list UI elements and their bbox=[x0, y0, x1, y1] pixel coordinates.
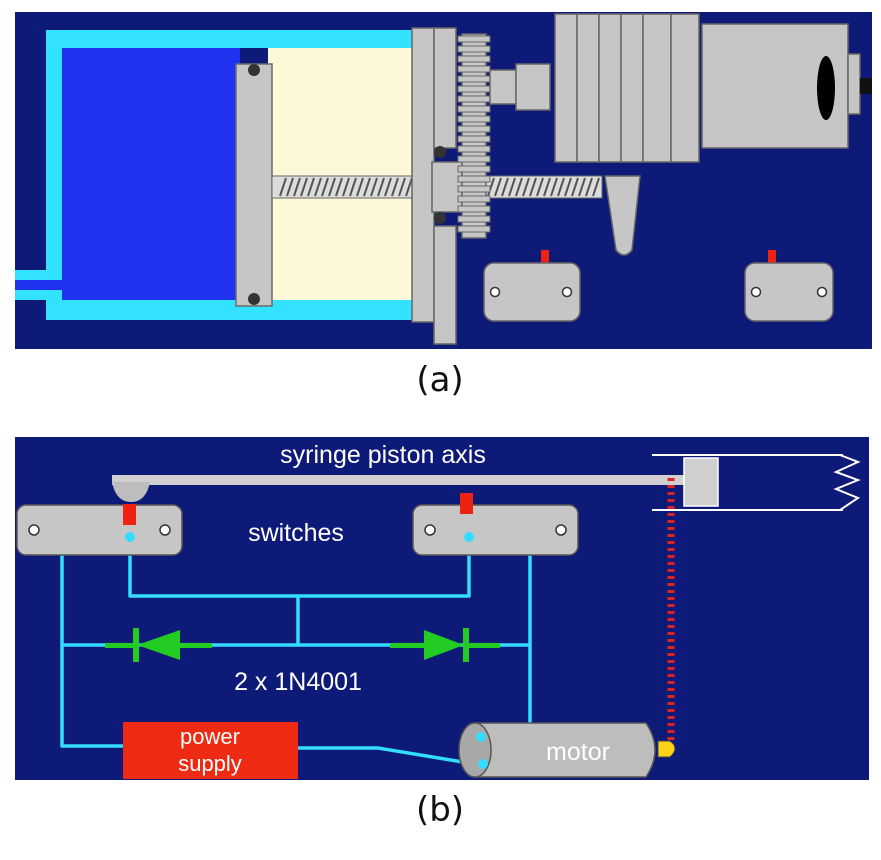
switch-right bbox=[412, 493, 579, 556]
label-piston-axis: syringe piston axis bbox=[280, 441, 486, 469]
motor bbox=[458, 722, 676, 778]
motor-slot bbox=[817, 56, 835, 120]
diode-left bbox=[105, 628, 212, 662]
empty-chamber bbox=[268, 48, 431, 300]
gearbox-motor bbox=[489, 13, 872, 163]
diode-right bbox=[390, 628, 500, 662]
label-diodes: 2 x 1N4001 bbox=[234, 668, 362, 696]
fluid-chamber bbox=[62, 48, 240, 300]
label-power: power bbox=[180, 724, 240, 749]
trigger-tab bbox=[604, 175, 641, 256]
caption-a: (a) bbox=[416, 360, 463, 400]
limit-switch-right bbox=[744, 250, 834, 322]
piston-head bbox=[683, 457, 719, 507]
axis-cam bbox=[112, 482, 150, 502]
break-mark bbox=[833, 454, 861, 511]
piston-axis-rod bbox=[112, 475, 684, 485]
label-motor: motor bbox=[546, 738, 610, 766]
panel-a bbox=[15, 12, 872, 349]
syringe-end bbox=[652, 454, 861, 511]
switch-left bbox=[16, 504, 183, 556]
caption-b: (b) bbox=[416, 790, 464, 830]
label-supply: supply bbox=[178, 751, 242, 776]
end-plate bbox=[411, 27, 463, 345]
power-supply bbox=[123, 722, 298, 779]
label-switches: switches bbox=[248, 519, 344, 547]
drive-gear bbox=[457, 33, 491, 239]
syringe-barrel bbox=[15, 30, 431, 320]
piston-plate bbox=[235, 63, 273, 307]
limit-switch-left bbox=[483, 250, 581, 322]
panel-b: syringe piston axis switches 2 x 1N4001 … bbox=[15, 437, 869, 780]
